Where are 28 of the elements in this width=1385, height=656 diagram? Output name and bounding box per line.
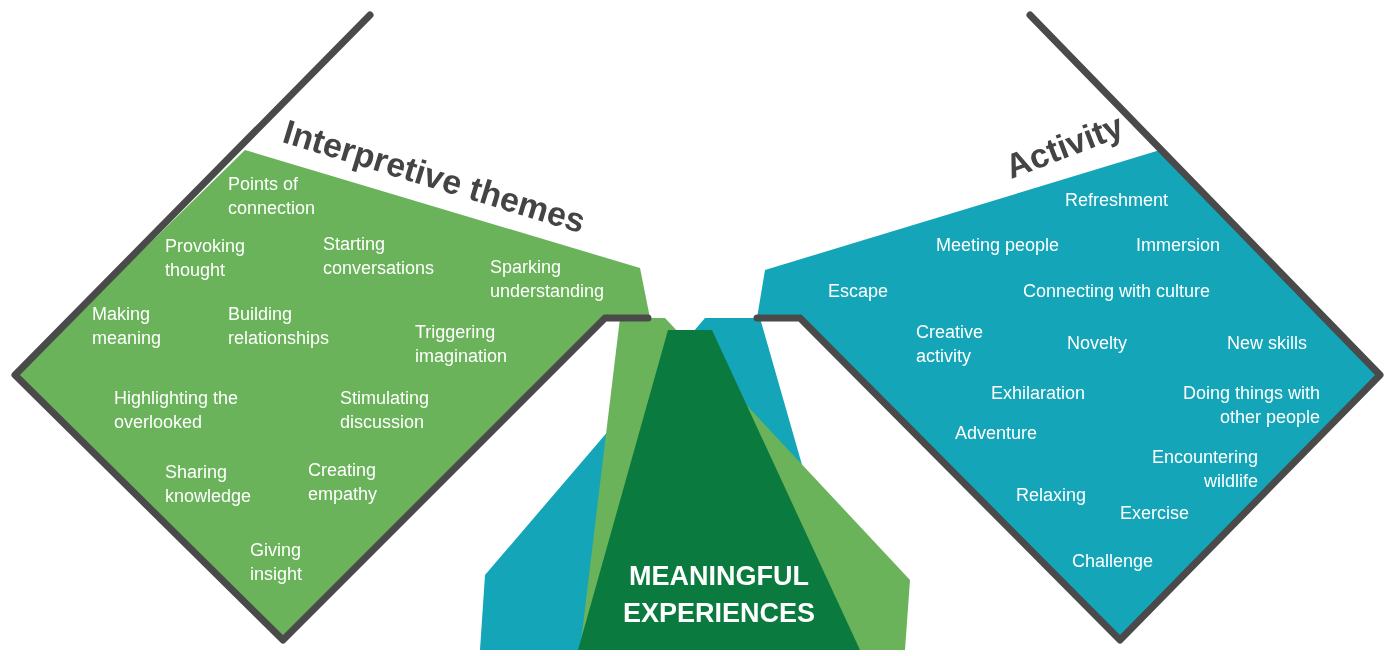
theme-label: New skills: [1227, 332, 1307, 355]
theme-label: Encountering wildlife: [1150, 446, 1258, 493]
theme-label: Immersion: [1136, 234, 1220, 257]
theme-label: Making meaning: [92, 303, 163, 350]
theme-label: Building relationships: [228, 303, 331, 350]
theme-label: Connecting with culture: [1023, 280, 1211, 303]
theme-label: Triggering imagination: [415, 321, 509, 368]
theme-label: Creating empathy: [308, 459, 379, 506]
theme-label: Adventure: [955, 422, 1038, 445]
theme-label: Sharing knowledge: [165, 461, 253, 508]
theme-label: Giving insight: [250, 539, 304, 586]
theme-label: Exercise: [1120, 502, 1190, 525]
theme-label: Challenge: [1072, 550, 1154, 573]
theme-label: Doing things with other people: [1181, 382, 1320, 429]
theme-label: Provoking thought: [165, 235, 247, 282]
theme-label: Exhilaration: [991, 382, 1086, 405]
theme-label: Sparking understanding: [490, 256, 606, 303]
theme-label: Novelty: [1067, 332, 1128, 355]
mixing-area: [578, 330, 860, 650]
theme-label: Starting conversations: [323, 233, 436, 280]
theme-label: Relaxing: [1016, 484, 1087, 507]
theme-label: Meeting people: [936, 234, 1060, 257]
theme-label: Stimulating discussion: [340, 387, 431, 434]
theme-label: Escape: [828, 280, 889, 303]
theme-label: Creative activity: [916, 321, 985, 368]
result-title: MEANINGFUL EXPERIENCES: [621, 560, 817, 630]
theme-label: Highlighting the overlooked: [114, 387, 240, 434]
theme-label: Refreshment: [1065, 189, 1169, 212]
